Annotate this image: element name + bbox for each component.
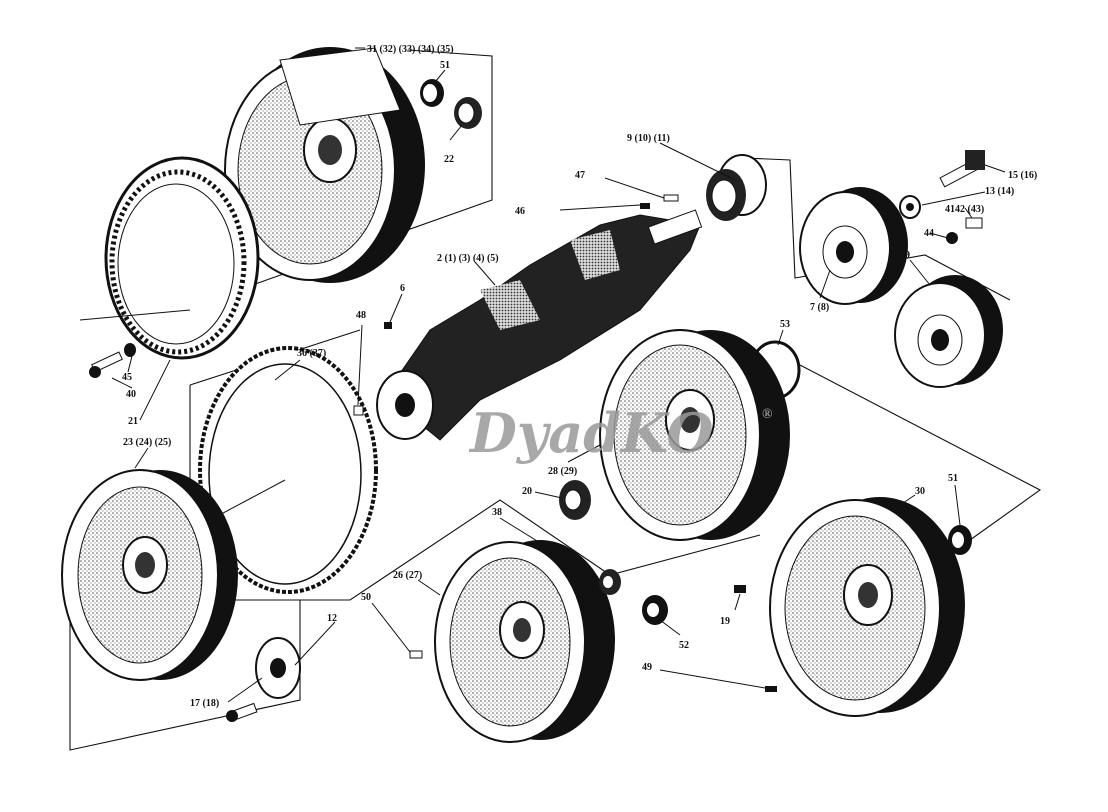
label-48: 48: [356, 310, 366, 321]
watermark-registered-mark: ®: [762, 407, 773, 422]
bearing-52: [642, 595, 668, 625]
label-4142: 4142 (43): [945, 204, 984, 215]
label-21: 21: [128, 416, 138, 427]
label-51-top: 51: [440, 60, 450, 71]
label-22: 22: [444, 154, 454, 165]
label-53: 53: [780, 319, 790, 330]
label-52: 52: [679, 640, 689, 651]
label-39: 39: [900, 250, 910, 261]
label-15: 15 (16): [1008, 170, 1037, 181]
label-19: 19: [720, 616, 730, 627]
label-36: 36 (37): [297, 348, 326, 359]
bolt-41: [965, 217, 983, 229]
label-30: 30: [915, 486, 925, 497]
label-6: 6: [400, 283, 405, 294]
label-49: 49: [642, 662, 652, 673]
bearing-51-right: [948, 525, 972, 555]
label-31: 31 (32) (33) (34) (35): [367, 44, 454, 55]
label-38: 38: [492, 507, 502, 518]
pulley-7: [799, 187, 908, 305]
bearing-38: [599, 569, 621, 595]
pulley-39: [894, 275, 1003, 388]
pin-19: [734, 585, 746, 593]
label-12: 12: [327, 613, 337, 624]
label-47: 47: [575, 170, 585, 181]
flywheel-30: [769, 497, 965, 717]
flywheel-26: [434, 540, 615, 743]
starter-ring-gear-36: [198, 346, 378, 594]
pin-50: [409, 650, 423, 659]
hub-20: [559, 480, 591, 520]
label-2: 2 (1) (3) (4) (5): [437, 253, 499, 264]
bolt-17: [226, 702, 258, 723]
label-17: 17 (18): [190, 698, 219, 709]
label-45: 45: [122, 372, 132, 383]
ring-gear-21: [79, 156, 260, 360]
washer-45: [124, 343, 136, 357]
bolt-40: [89, 351, 123, 378]
crankshaft-2: [376, 209, 703, 441]
label-7: 7 (8): [810, 302, 829, 313]
pin-49: [765, 686, 777, 692]
label-51-right: 51: [948, 473, 958, 484]
pin-6: [384, 322, 392, 329]
bearing-51-top: [420, 79, 444, 107]
label-28: 28 (29): [548, 466, 577, 477]
label-13: 13 (14): [985, 186, 1014, 197]
label-40: 40: [126, 389, 136, 400]
plate-12: [255, 637, 301, 699]
label-20: 20: [522, 486, 532, 497]
label-9: 9 (10) (11): [627, 133, 670, 144]
label-44: 44: [924, 228, 934, 239]
washer-13: [899, 195, 921, 219]
label-50: 50: [361, 592, 371, 603]
crank-gear-9: [706, 154, 767, 221]
leader-lines: [111, 47, 1006, 703]
watermark-text: DyadKO: [468, 401, 713, 465]
pulley-bolt-15: [939, 150, 985, 188]
flywheel-23: [61, 469, 238, 681]
label-23: 23 (24) (25): [123, 437, 171, 448]
bearing-22: [454, 97, 482, 129]
label-46: 46: [515, 206, 525, 217]
dowel-pins-46-47: [640, 194, 679, 209]
flywheel-housing-top: [224, 47, 425, 283]
watermark-logo: DyadKO ®: [468, 401, 773, 465]
washer-44: [946, 232, 958, 244]
flywheel-center-28: [599, 329, 790, 541]
callout-labels: 31 (32) (33) (34) (35) 51 22 9 (10) (11)…: [122, 44, 1037, 709]
label-26: 26 (27): [393, 570, 422, 581]
plug-48: [353, 405, 364, 416]
